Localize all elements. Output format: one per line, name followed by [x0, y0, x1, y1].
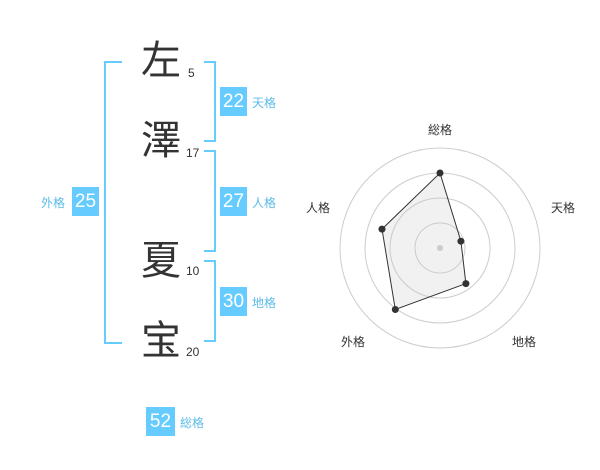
soukaku-label: 総格 — [180, 416, 205, 430]
radar-point-5 — [378, 225, 386, 233]
radar-series-shape — [381, 172, 467, 311]
chikaku-value: 30 — [220, 287, 247, 316]
stroke-count-1: 5 — [188, 66, 195, 80]
radar-ring-2 — [389, 197, 491, 299]
radar-label-jinkaku: 人格 — [305, 201, 330, 215]
radar-point-2 — [457, 237, 465, 245]
radar-point-3 — [462, 280, 470, 288]
name-char-4: 宝 — [141, 318, 181, 364]
gaikaku-bracket — [104, 61, 122, 344]
tenkaku-value: 22 — [220, 87, 247, 116]
name-char-1: 左 — [141, 38, 181, 84]
chikaku-label: 地格 — [252, 296, 277, 310]
radar-label-soukaku: 総格 — [427, 123, 452, 137]
radar-label-tenkaku: 天格 — [550, 201, 575, 215]
radar-label-gaikaku: 外格 — [340, 335, 365, 349]
radar-ring-4 — [339, 147, 541, 349]
name-char-2: 澤 — [141, 118, 181, 164]
radar-ring-1 — [414, 222, 466, 274]
jinkaku-label: 人格 — [252, 196, 277, 210]
jinkaku-value: 27 — [220, 187, 247, 216]
gaikaku-value: 25 — [72, 187, 99, 216]
stroke-count-4: 20 — [186, 345, 200, 359]
stroke-count-2: 17 — [186, 146, 200, 160]
stroke-count-3: 10 — [186, 264, 200, 278]
chikaku-bracket — [204, 260, 216, 342]
tenkaku-label: 天格 — [252, 96, 277, 110]
gaikaku-label: 外格 — [41, 196, 66, 210]
radar-label-chikaku: 地格 — [511, 335, 536, 349]
radar-center — [437, 245, 443, 251]
radar-point-1 — [436, 169, 444, 177]
soukaku-value: 52 — [146, 407, 175, 436]
tenkaku-bracket — [204, 61, 216, 142]
jinkaku-bracket — [204, 150, 216, 252]
name-char-3: 夏 — [141, 238, 181, 284]
radar-point-4 — [391, 306, 399, 313]
